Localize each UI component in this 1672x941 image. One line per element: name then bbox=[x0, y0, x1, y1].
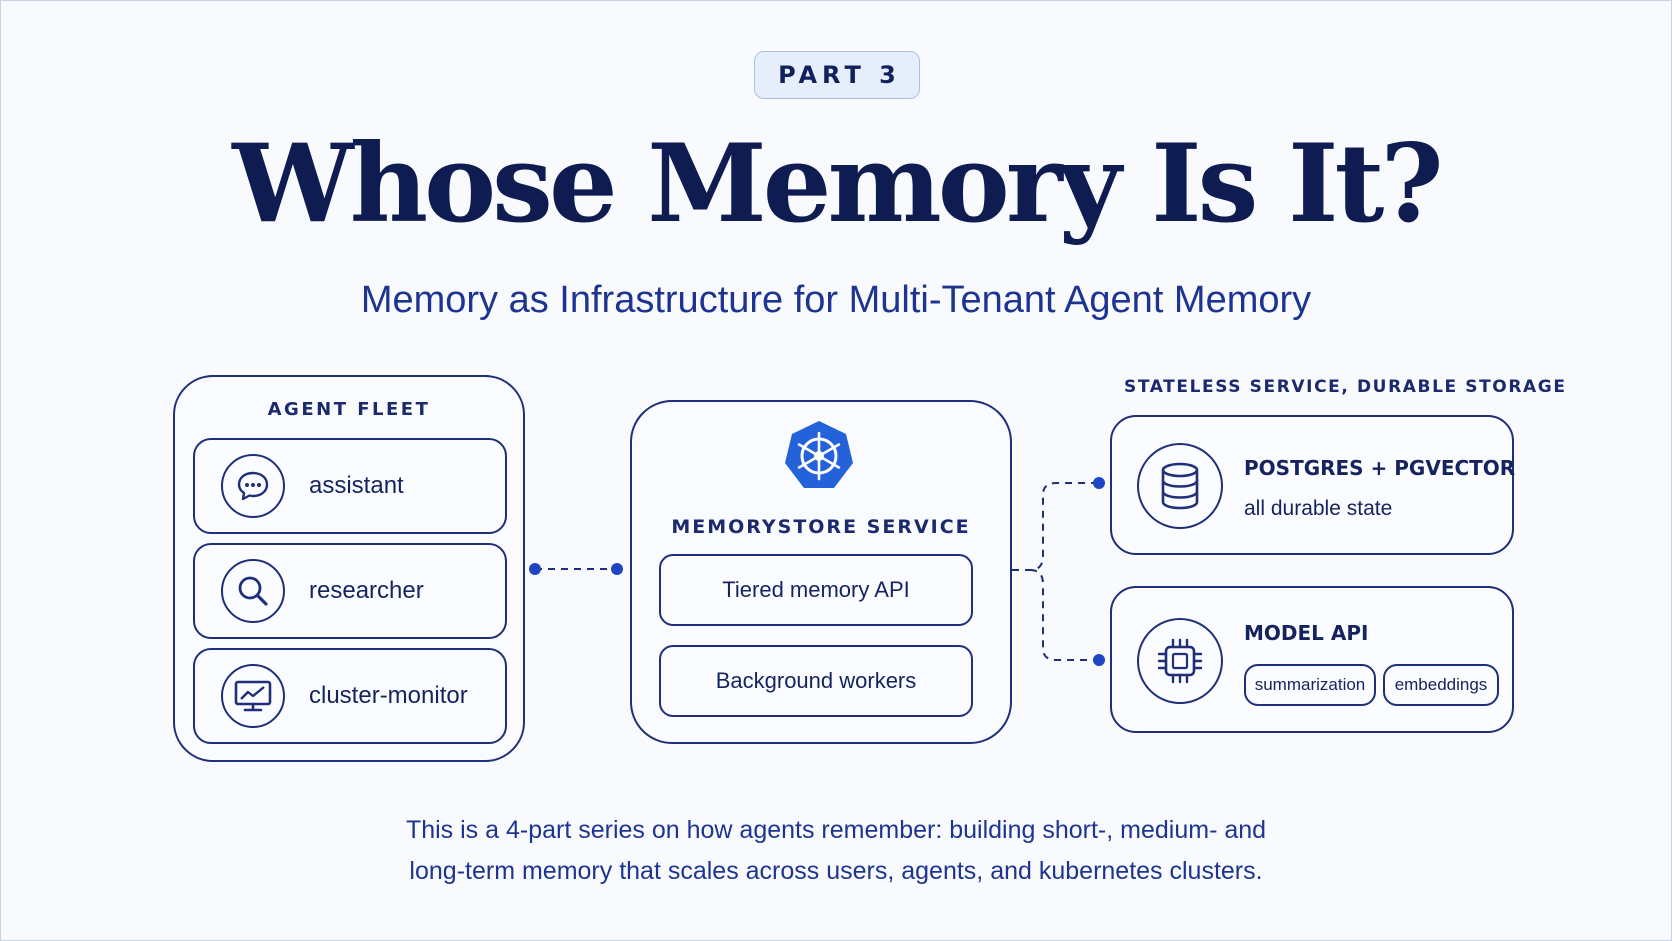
memorystore-service-panel: MEMORYSTORE SERVICE Tiered memory API Ba… bbox=[630, 400, 1012, 744]
page-subtitle: Memory as Infrastructure for Multi-Tenan… bbox=[360, 279, 1312, 321]
page-title: Whose Memory Is It? bbox=[232, 121, 1443, 247]
model-api-card[interactable]: MODEL API summarization embeddings bbox=[1110, 586, 1514, 733]
footer-description: This is a 4-part series on how agents re… bbox=[0, 810, 1672, 892]
agent-card-cluster-monitor[interactable]: cluster-monitor bbox=[193, 648, 507, 744]
embeddings-chip[interactable]: embeddings bbox=[1383, 664, 1499, 706]
agent-fleet-panel: AGENT FLEET assistant researcher bbox=[173, 375, 525, 762]
storage-section-label: STATELESS SERVICE, DURABLE STORAGE bbox=[1124, 377, 1567, 397]
agent-name: cluster-monitor bbox=[309, 682, 468, 709]
tiered-memory-api-box[interactable]: Tiered memory API bbox=[659, 554, 973, 626]
agent-name: assistant bbox=[309, 472, 404, 499]
background-workers-box[interactable]: Background workers bbox=[659, 645, 973, 717]
footer-line-1: This is a 4-part series on how agents re… bbox=[405, 816, 1267, 844]
postgres-title: POSTGRES + PGVECTOR bbox=[1244, 456, 1516, 480]
database-icon bbox=[1137, 443, 1223, 529]
agent-name: researcher bbox=[309, 577, 424, 604]
postgres-description: all durable state bbox=[1244, 497, 1393, 520]
cpu-chip-icon bbox=[1137, 618, 1223, 704]
monitor-chart-icon bbox=[221, 664, 285, 728]
summarization-chip[interactable]: summarization bbox=[1244, 664, 1376, 706]
chat-bubble-icon bbox=[221, 454, 285, 518]
agent-card-assistant[interactable]: assistant bbox=[193, 438, 507, 534]
agent-fleet-label: AGENT FLEET bbox=[267, 399, 431, 420]
kubernetes-helm-icon bbox=[781, 418, 857, 494]
footer-line-2: long-term memory that scales across user… bbox=[409, 857, 1263, 885]
part-badge: PART 3 bbox=[754, 51, 920, 99]
search-icon bbox=[221, 559, 285, 623]
model-api-title: MODEL API bbox=[1244, 621, 1369, 645]
memorystore-title: MEMORYSTORE SERVICE bbox=[671, 516, 971, 538]
postgres-card[interactable]: POSTGRES + PGVECTOR all durable state bbox=[1110, 415, 1516, 555]
agent-card-researcher[interactable]: researcher bbox=[193, 543, 507, 639]
